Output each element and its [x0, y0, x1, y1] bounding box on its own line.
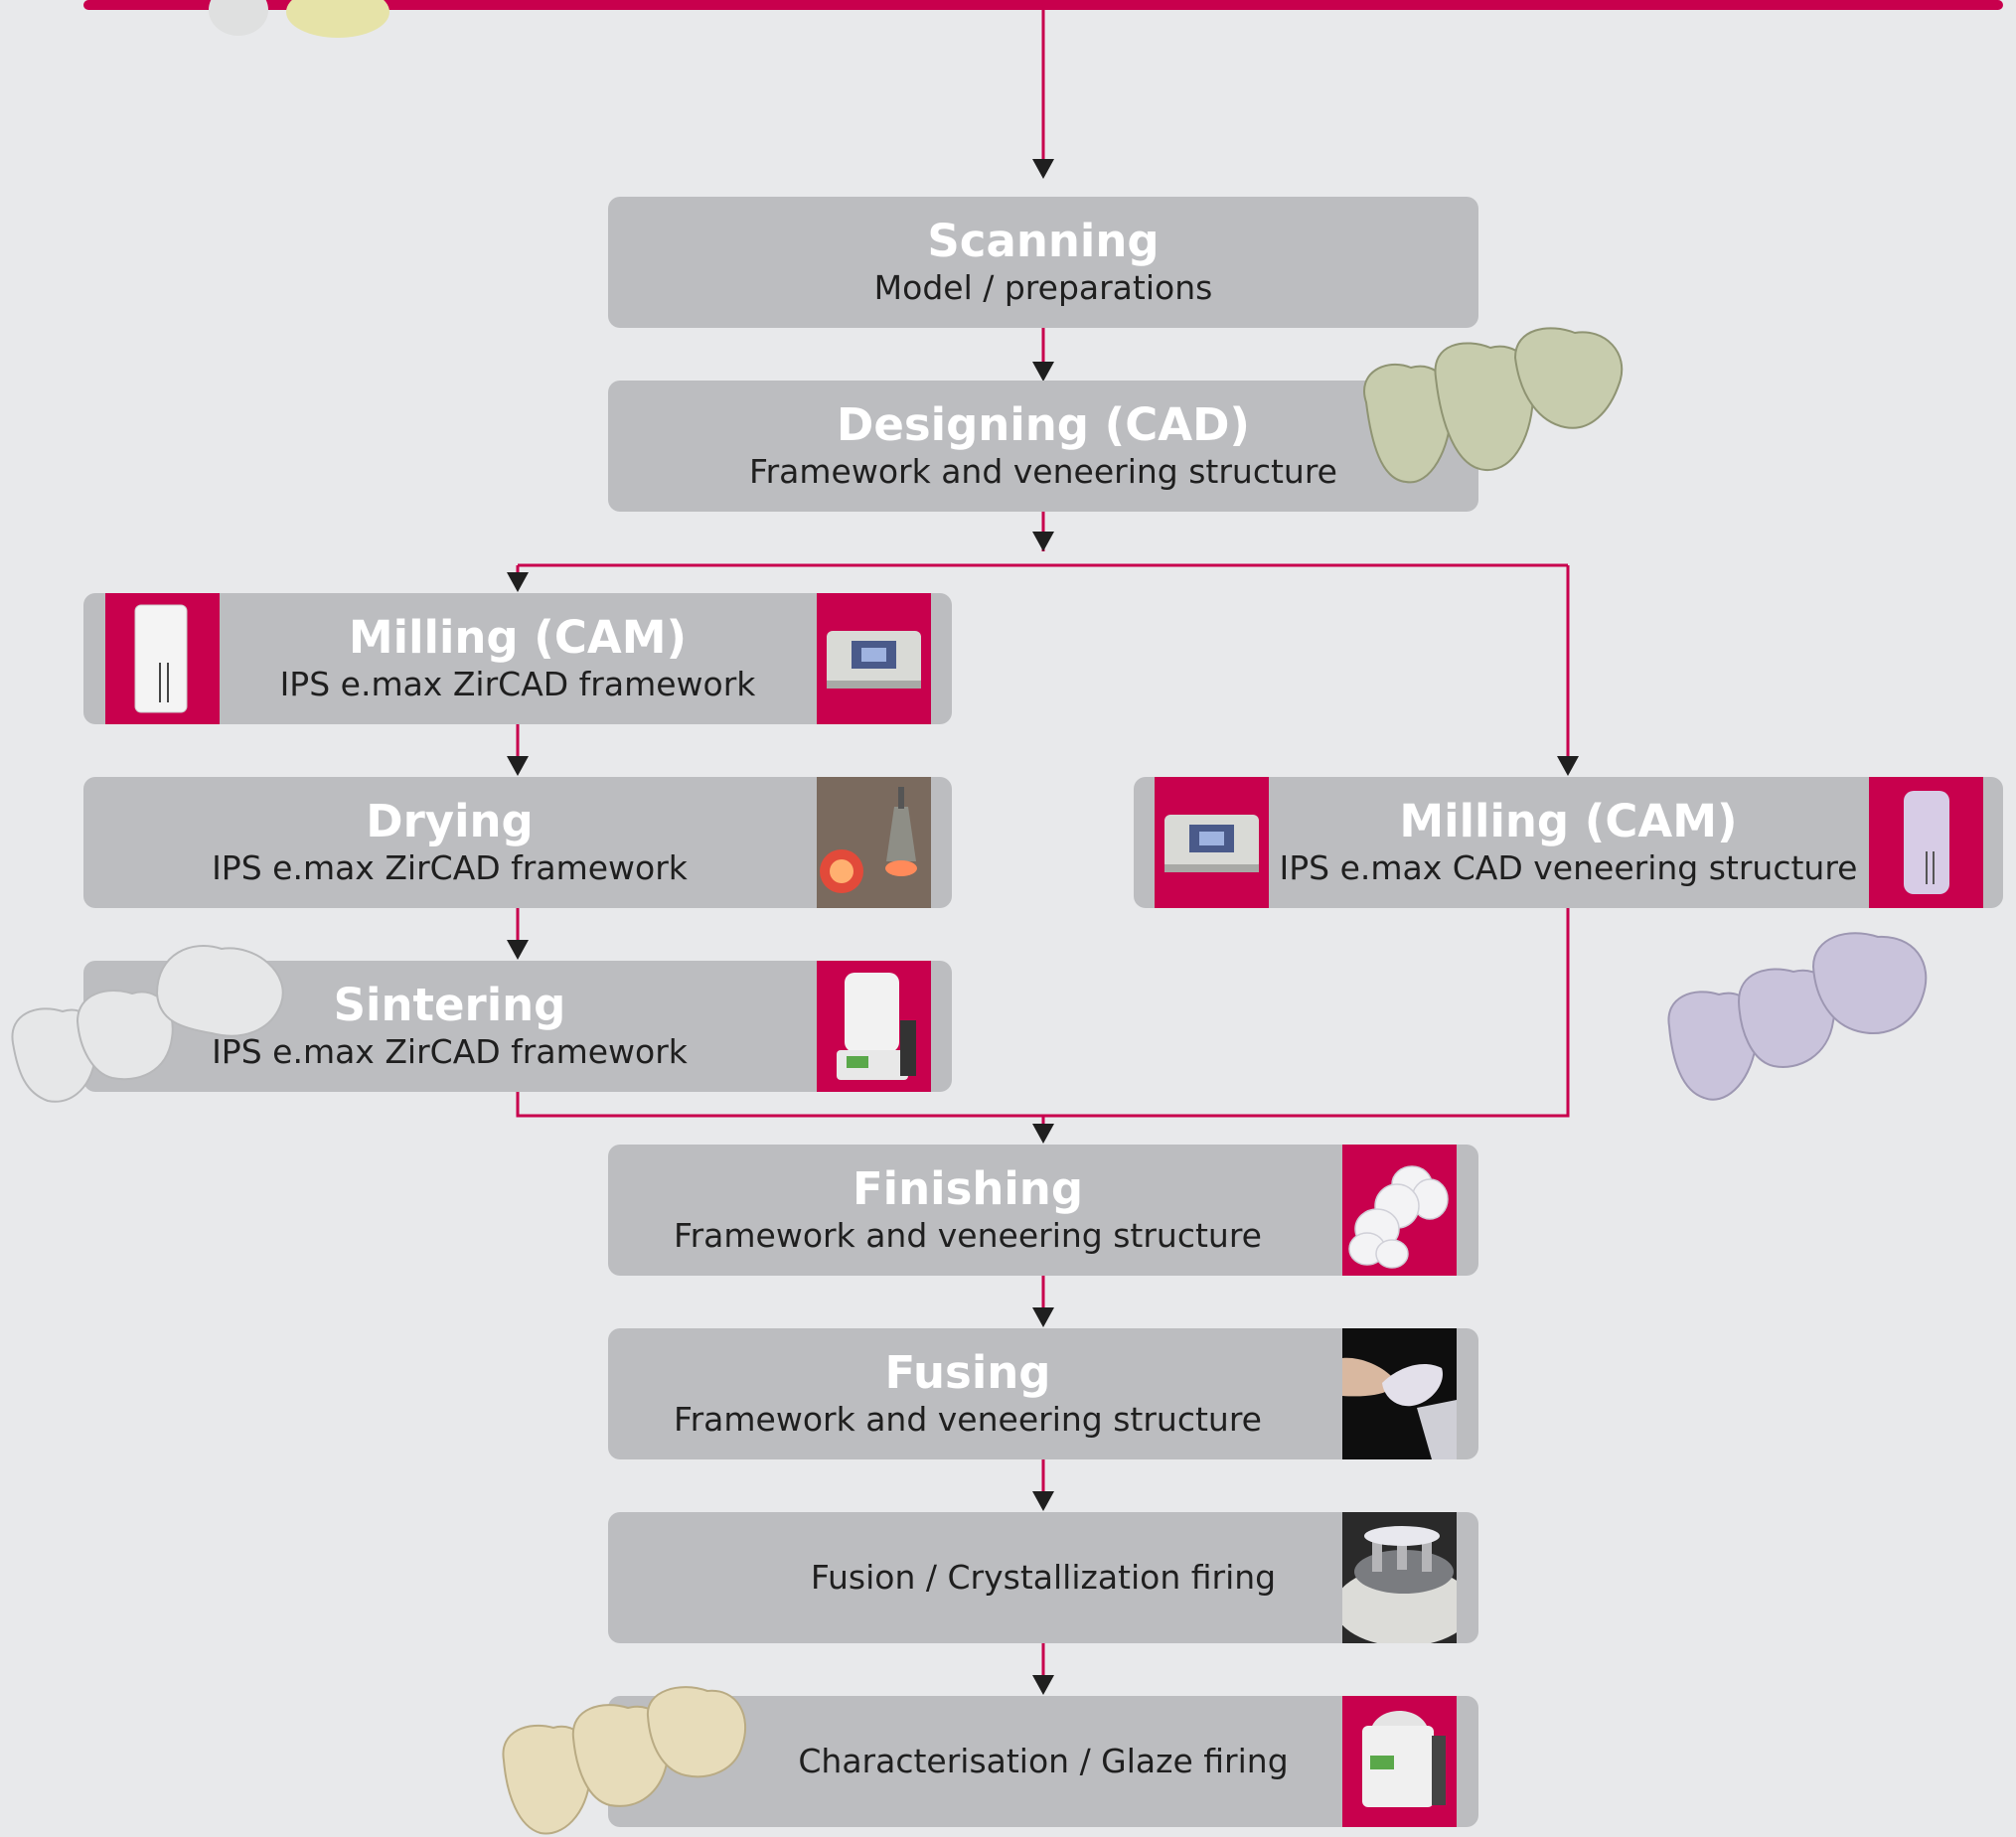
drying-lamp-thumb — [817, 777, 931, 908]
arrowhead-drying — [507, 756, 529, 776]
finished-parts-icon — [1348, 1165, 1449, 1269]
zirconia-bridge-icon — [11, 945, 284, 1103]
step-scanning: Scanning Model / preparations — [608, 197, 1478, 328]
arrowhead-finishing — [1032, 1124, 1054, 1144]
step-finishing-subtitle: Framework and veneering structure — [674, 1216, 1262, 1255]
sintering-furnace-thumb — [817, 961, 931, 1092]
final-bridge-icon — [502, 1686, 747, 1835]
firing-tray-thumb — [1342, 1512, 1457, 1643]
drying-lamp-icon — [817, 777, 931, 908]
step-designing-subtitle: Framework and veneering structure — [749, 452, 1337, 491]
step-milling-zircad-title: Milling (CAM) — [348, 611, 688, 664]
step-sintering-title: Sintering — [333, 979, 566, 1031]
milling-machine-thumb-right — [1155, 777, 1269, 908]
fusing-hand-thumb — [1342, 1328, 1457, 1459]
fusing-hand-icon — [1342, 1328, 1457, 1459]
cad-block-icon — [1904, 791, 1949, 894]
glaze-furnace-icon — [1362, 1711, 1446, 1807]
step-milling-cad-subtitle: IPS e.max CAD veneering structure — [1279, 848, 1858, 887]
arrowhead-designing — [1032, 362, 1054, 382]
tooth-bridge-icon — [1363, 327, 1624, 484]
arrowhead-glaze-firing — [1032, 1675, 1054, 1695]
finished-parts-thumb — [1342, 1145, 1457, 1276]
glaze-furnace-thumb — [1342, 1696, 1457, 1827]
step-drying: Drying IPS e.max ZirCAD framework — [83, 777, 952, 908]
step-sintering-subtitle: IPS e.max ZirCAD framework — [212, 1032, 688, 1071]
step-milling-zircad: Milling (CAM) IPS e.max ZirCAD framework — [83, 593, 952, 724]
step-finishing: Finishing Framework and veneering struct… — [608, 1145, 1478, 1276]
arrowhead-milling-zircad — [507, 572, 529, 592]
cad-block-thumb — [1869, 777, 1983, 908]
step-drying-subtitle: IPS e.max ZirCAD framework — [212, 848, 688, 887]
step-milling-cad: Milling (CAM) IPS e.max CAD veneering st… — [1134, 777, 2003, 908]
arrowhead-milling-cad — [1557, 756, 1579, 776]
step-milling-cad-title: Milling (CAM) — [1399, 795, 1738, 847]
top-tooth-white-icon — [209, 0, 268, 36]
step-fusing-title: Fusing — [884, 1346, 1051, 1399]
step-milling-zircad-subtitle: IPS e.max ZirCAD framework — [279, 665, 756, 703]
top-accent-bar — [83, 0, 2003, 10]
step-scanning-subtitle: Model / preparations — [873, 268, 1213, 307]
step-fusion-firing-label: Fusion / Crystallization firing — [810, 1558, 1277, 1597]
step-fusing-subtitle: Framework and veneering structure — [674, 1400, 1262, 1439]
arrowhead-design-split — [1032, 532, 1054, 551]
veneer-bridge-icon — [1667, 932, 1928, 1101]
arrowhead-fusing — [1032, 1307, 1054, 1327]
arrowhead-fusion-firing — [1032, 1491, 1054, 1511]
zircad-block-thumb — [105, 593, 220, 724]
step-designing-title: Designing (CAD) — [836, 398, 1250, 451]
zircad-block-icon — [134, 604, 188, 713]
step-finishing-title: Finishing — [852, 1162, 1084, 1215]
step-glaze-firing: Characterisation / Glaze firing — [608, 1696, 1478, 1827]
step-glaze-firing-label: Characterisation / Glaze firing — [798, 1742, 1289, 1780]
step-scanning-title: Scanning — [927, 215, 1160, 267]
step-designing: Designing (CAD) Framework and veneering … — [608, 381, 1478, 512]
milling-machine-icon — [827, 631, 921, 689]
milling-machine-icon — [1164, 815, 1259, 872]
firing-tray-icon — [1342, 1512, 1457, 1643]
arrowhead-scanning — [1032, 159, 1054, 179]
top-tooth-yellow-icon — [286, 0, 389, 38]
step-fusing: Fusing Framework and veneering structure — [608, 1328, 1478, 1459]
step-drying-title: Drying — [366, 795, 534, 847]
step-fusion-firing: Fusion / Crystallization firing — [608, 1512, 1478, 1643]
arrowhead-sintering — [507, 940, 529, 960]
milling-machine-thumb — [817, 593, 931, 724]
sintering-furnace-icon — [837, 973, 916, 1080]
